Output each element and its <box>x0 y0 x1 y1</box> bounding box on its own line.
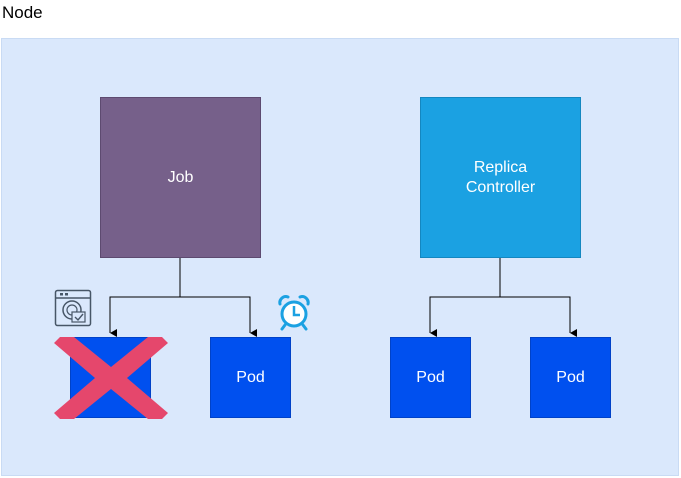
job-box[interactable]: Job <box>100 97 261 258</box>
replica-controller-box[interactable]: Replica Controller <box>420 97 581 258</box>
job-label: Job <box>167 168 194 186</box>
alarm-clock-icon <box>278 295 310 331</box>
node-title: Node <box>2 3 43 22</box>
cross-icon <box>54 337 168 419</box>
replica-controller-connector <box>429 258 577 337</box>
pod-label: Pod <box>556 368 585 386</box>
job-connector <box>109 258 257 337</box>
pod-label: Pod <box>416 368 445 386</box>
pod-replica-1[interactable]: Pod <box>390 337 471 418</box>
job-complete-icon <box>54 289 92 327</box>
pod-label: Pod <box>236 368 265 386</box>
pod-replica-2[interactable]: Pod <box>530 337 611 418</box>
pod-job[interactable]: Pod <box>210 337 291 418</box>
replica-controller-label: Replica Controller <box>465 158 536 196</box>
